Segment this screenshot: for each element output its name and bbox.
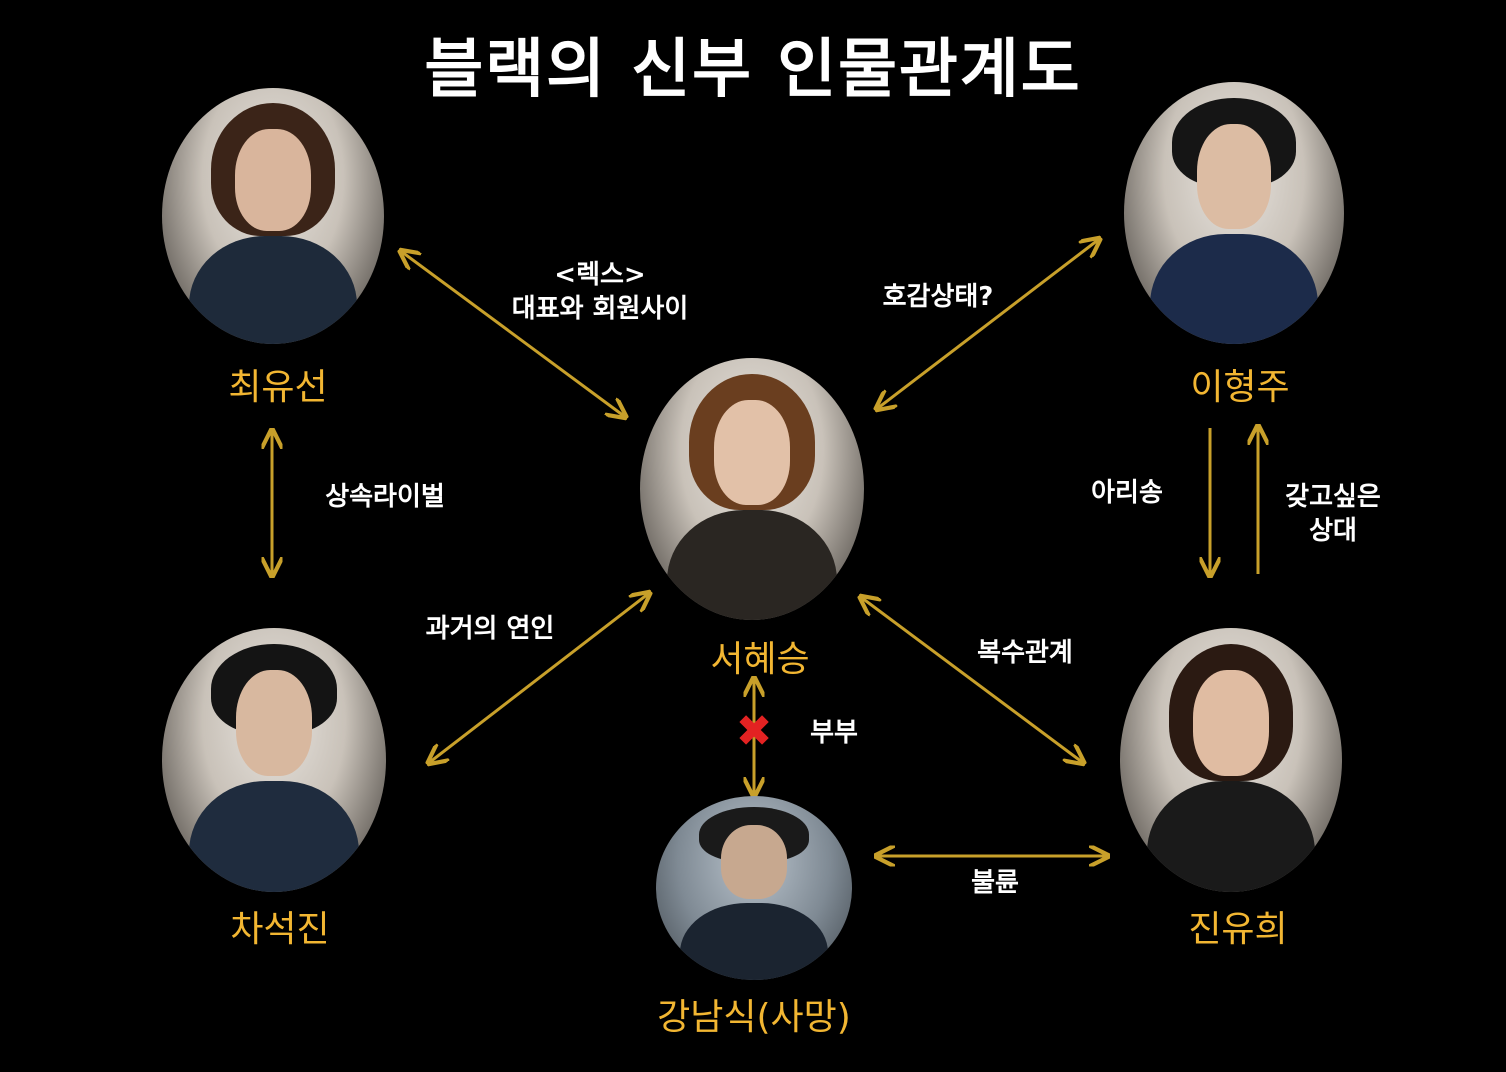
portrait-jin [1120, 628, 1342, 892]
arrow-seo-jin [862, 598, 1082, 762]
label-crush: 호감상태? [882, 282, 994, 312]
arrow-cha-seo [430, 594, 648, 762]
label-lex: <렉스> 대표와 회원사이 [470, 258, 730, 326]
name-cha: 차석진 [230, 909, 330, 950]
label-revenge: 복수관계 [977, 638, 1073, 668]
diagram-title: 블랙의 신부 인물관계도 [424, 33, 1082, 107]
name-seo: 서혜승 [710, 639, 810, 680]
label-wanted-line1: 갖고싶은 [1285, 482, 1381, 512]
arrow-lee-seo [878, 240, 1098, 408]
label-lex-line1: <렉스> [554, 260, 646, 290]
portrait-seo [640, 358, 864, 620]
label-wanted-line2: 상대 [1309, 516, 1357, 546]
label-wanted: 갖고싶은 상대 [1268, 480, 1398, 548]
portrait-choi [162, 88, 384, 344]
name-jin: 진유희 [1188, 909, 1288, 950]
portrait-lee [1124, 82, 1344, 344]
label-affair: 불륜 [971, 868, 1019, 898]
name-kang: 강남식(사망) [657, 997, 851, 1038]
name-lee: 이형주 [1190, 367, 1290, 408]
label-inheritance: 상속라이벌 [325, 482, 445, 512]
portrait-cha [162, 628, 386, 892]
label-lex-line2: 대표와 회원사이 [511, 294, 689, 324]
portrait-kang [656, 796, 852, 980]
label-spouse: 부부 [810, 718, 858, 748]
label-ex-lover: 과거의 연인 [425, 614, 555, 644]
name-choi: 최유선 [228, 367, 328, 408]
label-ambiguous: 아리송 [1091, 478, 1163, 508]
broken-x-icon: ✖ [735, 706, 773, 757]
arrow-choi-seo [402, 252, 624, 416]
